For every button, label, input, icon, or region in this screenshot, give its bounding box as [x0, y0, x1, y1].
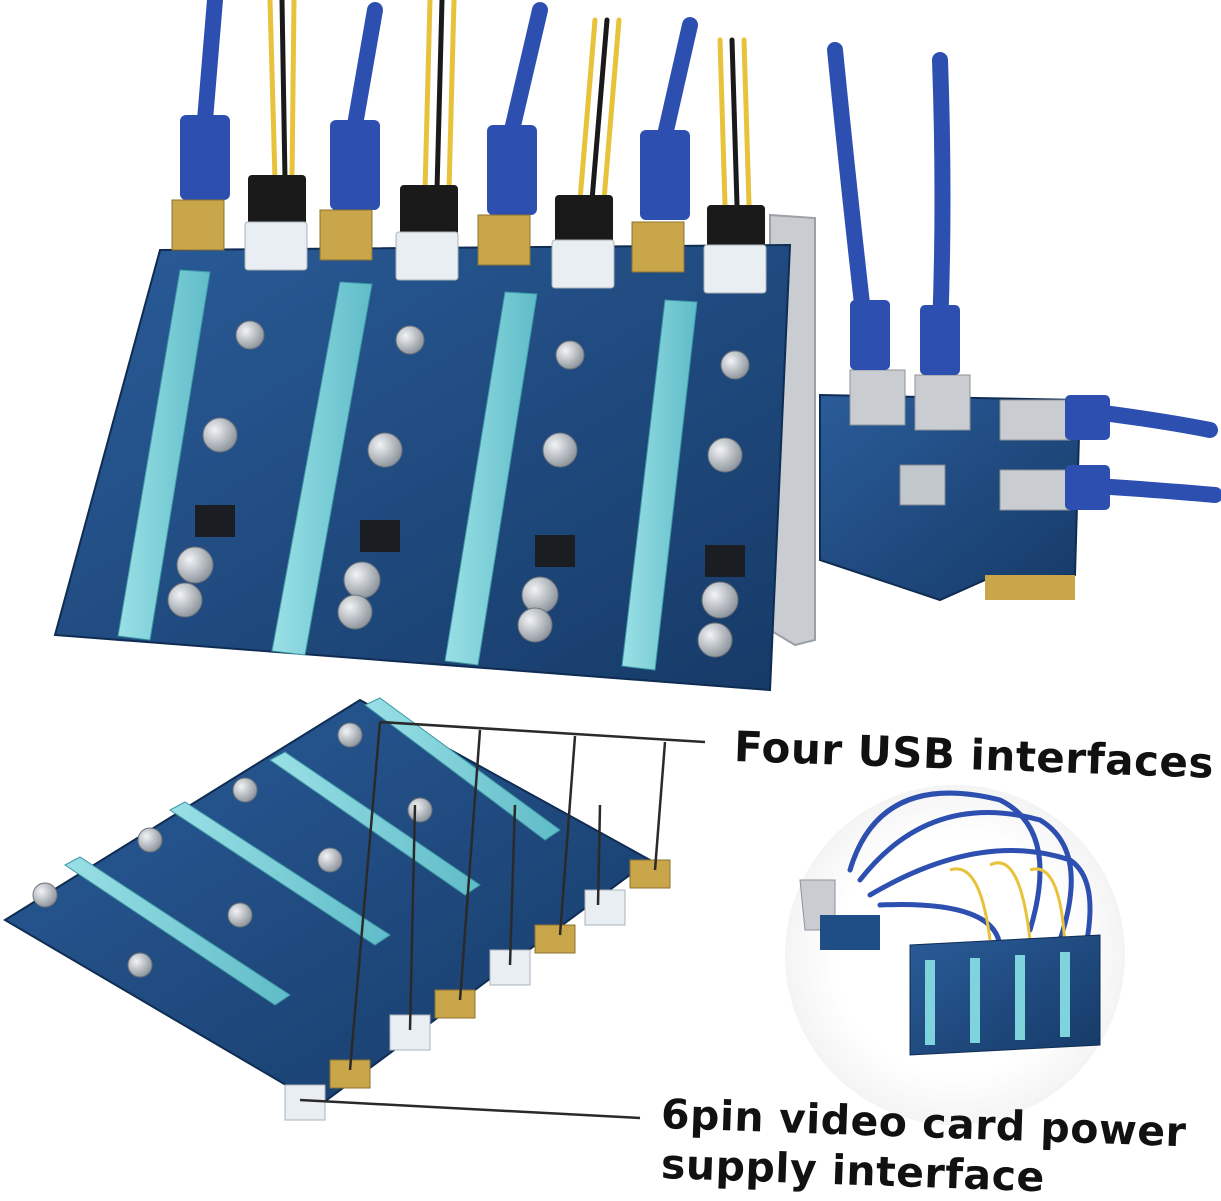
usb-port-icon	[171, 115, 690, 273]
6pin-power-connector-icon	[284, 889, 626, 1121]
capacitor-icon	[32, 722, 433, 978]
capacitor-icon	[167, 320, 750, 658]
heatsink-icon	[899, 464, 946, 506]
pcie-x1-adapter-card	[819, 300, 1110, 602]
pcie-slot-icon	[64, 697, 561, 1006]
6pin-power-connector-icon	[244, 175, 767, 294]
regulator-chip	[195, 505, 745, 577]
top-riser-board	[53, 0, 1221, 692]
inset-riser-block	[909, 934, 1101, 1056]
bottom-riser-board	[3, 697, 706, 1121]
callout-leader-lines	[299, 720, 706, 1120]
usb-port-icon	[329, 859, 671, 1089]
pcie-slot-icon	[117, 269, 698, 671]
inset-assembled-photo	[785, 785, 1125, 1125]
